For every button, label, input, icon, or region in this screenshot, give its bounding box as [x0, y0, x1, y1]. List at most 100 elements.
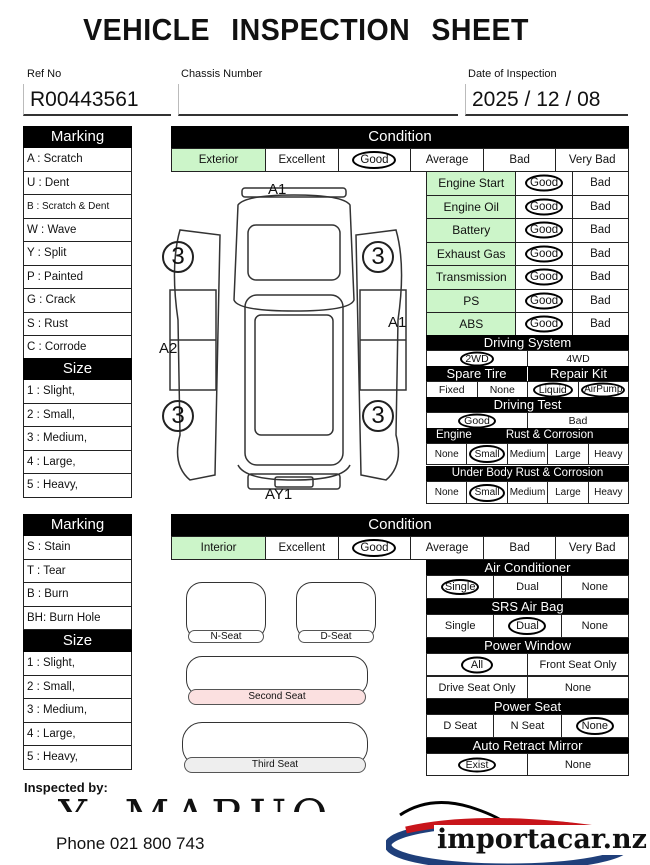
third-seat-label: Third Seat: [184, 757, 366, 773]
size-item: 1 : Slight,: [24, 380, 131, 404]
right-side-shape: [355, 229, 403, 481]
chassis-label: Chassis Number: [181, 68, 263, 80]
interior-size-header: Size: [23, 630, 132, 652]
d-seat-label: D-Seat: [298, 630, 374, 643]
marking-item: S : Stain: [24, 536, 131, 560]
marking-item: B : Burn: [24, 583, 131, 607]
marking-item: P : Painted: [24, 266, 131, 289]
logo-text: importacar.nz: [434, 825, 650, 855]
condition-option[interactable]: Bad: [484, 149, 557, 171]
rear-bumper-shape: [247, 473, 341, 490]
page-title: VEHICLE INSPECTION SHEET: [83, 12, 529, 47]
spare-tire-header: Spare Tire: [426, 366, 527, 381]
inspected-by-label: Inspected by:: [24, 780, 108, 795]
mirror-row: Exist None: [426, 753, 629, 776]
power-window-row-1: All Front Seat Only: [426, 653, 629, 676]
engine-rust-row: None Small Medium Large Heavy: [426, 443, 629, 465]
front-bumper-shape: [241, 187, 347, 198]
condition-option[interactable]: Excellent: [266, 149, 339, 171]
size-item: 2 : Small,: [24, 404, 131, 427]
hood-shape: [233, 194, 355, 312]
size-item: 5 : Heavy,: [24, 746, 131, 770]
marking-list: A : Scratch U : Dent B : Scratch & Dent …: [23, 148, 132, 360]
second-seat-label: Second Seat: [188, 689, 366, 705]
marking-item: Y : Split: [24, 242, 131, 266]
condition-option[interactable]: Average: [411, 537, 484, 559]
marking-item: U : Dent: [24, 172, 131, 195]
driving-system-header: Driving System: [426, 335, 629, 350]
exterior-condition-row: Exterior Excellent Good Average Bad Very…: [171, 148, 629, 172]
marking-item: G : Crack: [24, 289, 131, 313]
marking-header: Marking: [23, 126, 132, 148]
car-diagram[interactable]: [150, 175, 426, 505]
marking-item: S : Rust: [24, 313, 131, 336]
underbody-header: Under Body Rust & Corrosion: [426, 466, 629, 481]
driving-test-row: Good Bad: [426, 412, 629, 429]
chassis-field[interactable]: [178, 84, 458, 116]
roof-shape: [244, 294, 344, 466]
condition-option-selected[interactable]: Good: [339, 537, 412, 559]
size-list: 1 : Slight, 2 : Small, 3 : Medium, 4 : L…: [23, 380, 132, 498]
condition-option[interactable]: Bad: [484, 537, 557, 559]
spare-row: Fixed None Liquid AirPump: [426, 381, 629, 398]
date-field[interactable]: 2025 / 12 / 08: [465, 84, 628, 116]
size-item: 2 : Small,: [24, 676, 131, 699]
marking-item: T : Tear: [24, 560, 131, 583]
condition-option[interactable]: Average: [411, 149, 484, 171]
wheel-mark-front-left: 3: [162, 241, 194, 273]
ref-no-field[interactable]: R00443561: [23, 84, 171, 116]
size-item: 4 : Large,: [24, 451, 131, 474]
mark-right: A1: [388, 314, 407, 331]
interior-condition-header: Condition: [171, 514, 629, 536]
srs-row: Single Dual None: [426, 614, 629, 638]
marking-item: BH: Burn Hole: [24, 607, 131, 630]
size-item: 1 : Slight,: [24, 652, 131, 676]
marking-item: A : Scratch: [24, 148, 131, 172]
phone-number: Phone 021 800 743: [56, 834, 205, 853]
interior-marking-header: Marking: [23, 514, 132, 536]
air-conditioner-row: Single Dual None: [426, 575, 629, 599]
condition-option[interactable]: Very Bad: [568, 542, 616, 554]
driving-system-row: 2WD 4WD: [426, 350, 629, 367]
wheel-mark-rear-left: 3: [162, 400, 194, 432]
mirror-header: Auto Retract Mirror: [426, 738, 629, 753]
marking-item: W : Wave: [24, 219, 131, 242]
importacar-logo[interactable]: importacar.nz: [386, 818, 650, 865]
interior-condition-row: Interior Excellent Good Average Bad Very…: [171, 536, 629, 560]
srs-header: SRS Air Bag: [426, 599, 629, 614]
wheel-mark-rear-right: 3: [362, 400, 394, 432]
condition-option-selected[interactable]: Good: [339, 149, 412, 171]
ref-no-label: Ref No: [27, 68, 62, 80]
exterior-label: Exterior: [172, 149, 267, 171]
condition-option[interactable]: Very Bad: [568, 154, 616, 166]
marking-item: B : Scratch & Dent: [24, 195, 131, 219]
driving-test-header: Driving Test: [426, 397, 629, 412]
interior-marking-list: S : Stain T : Tear B : Burn BH: Burn Hol…: [23, 536, 132, 630]
signature: Y. MARUO: [58, 790, 338, 812]
interior-size-list: 1 : Slight, 2 : Small, 3 : Medium, 4 : L…: [23, 652, 132, 770]
size-item: 3 : Medium,: [24, 699, 131, 723]
repair-kit-header: Repair Kit: [528, 366, 629, 381]
mark-front: A1: [268, 181, 287, 198]
wheel-mark-front-right: 3: [362, 241, 394, 273]
power-window-row-2: Drive Seat Only None: [426, 676, 629, 699]
power-window-header: Power Window: [426, 638, 629, 653]
size-item: 4 : Large,: [24, 723, 131, 746]
mark-rear: AY1: [265, 486, 293, 503]
condition-header: Condition: [171, 126, 629, 148]
mark-left: A2: [159, 340, 178, 357]
condition-option[interactable]: Excellent: [266, 537, 339, 559]
power-seat-header: Power Seat: [426, 699, 629, 714]
size-item: 5 : Heavy,: [24, 474, 131, 498]
interior-label: Interior: [172, 537, 267, 559]
n-seat-label: N-Seat: [188, 630, 264, 643]
date-label: Date of Inspection: [468, 68, 557, 80]
